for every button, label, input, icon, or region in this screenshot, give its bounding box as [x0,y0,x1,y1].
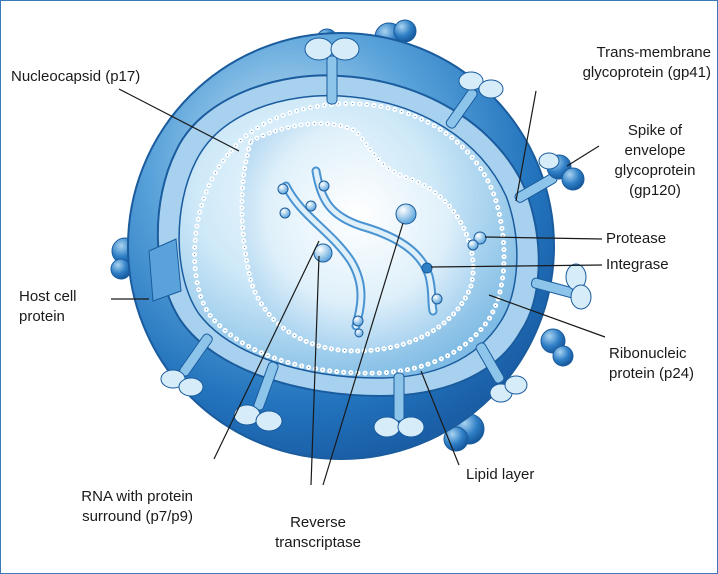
label-spike-line4: (gp120) [597,181,713,201]
label-transmembrane-line1: Trans-membrane [521,43,711,63]
label-rt-line2: transcriptase [263,533,373,553]
label-host-cell-line1: Host cell [19,287,77,307]
label-lipid-text: Lipid layer [466,465,534,485]
label-integrase-text: Integrase [606,255,669,275]
label-rna-line1: RNA with protein [31,487,193,507]
label-spike-line2: envelope [597,141,713,161]
label-reverse-transcriptase: Reverse transcriptase [263,513,373,553]
label-integrase: Integrase [606,255,669,275]
reverse-transcriptase-bead-2 [396,204,416,224]
label-spike-line3: glycoprotein [597,161,713,181]
label-nucleocapsid: Nucleocapsid (p17) [11,67,140,87]
label-host-cell-line2: protein [19,307,77,327]
label-transmembrane-line2: glycoprotein (gp41) [521,63,711,83]
integrase-bead [422,263,432,273]
knob-right-lower [541,329,573,366]
label-spike-line1: Spike of [597,121,713,141]
label-lipid-layer: Lipid layer [466,465,534,485]
label-host-cell-protein: Host cell protein [19,287,77,327]
label-rt-line1: Reverse [263,513,373,533]
label-rna-line2: surround (p7/p9) [31,507,193,527]
label-rna-protein: RNA with protein surround (p7/p9) [31,487,193,527]
label-protease-text: Protease [606,229,666,249]
label-ribonucleic-line2: protein (p24) [609,364,694,384]
label-nucleocapsid-text: Nucleocapsid (p17) [11,67,140,87]
label-ribonucleic-protein: Ribonucleic protein (p24) [609,344,694,384]
leader-spike [567,146,599,166]
label-transmembrane: Trans-membrane glycoprotein (gp41) [521,43,711,83]
label-protease: Protease [606,229,666,249]
label-spike-gp120: Spike of envelope glycoprotein (gp120) [597,121,713,201]
label-ribonucleic-line1: Ribonucleic [609,344,694,364]
